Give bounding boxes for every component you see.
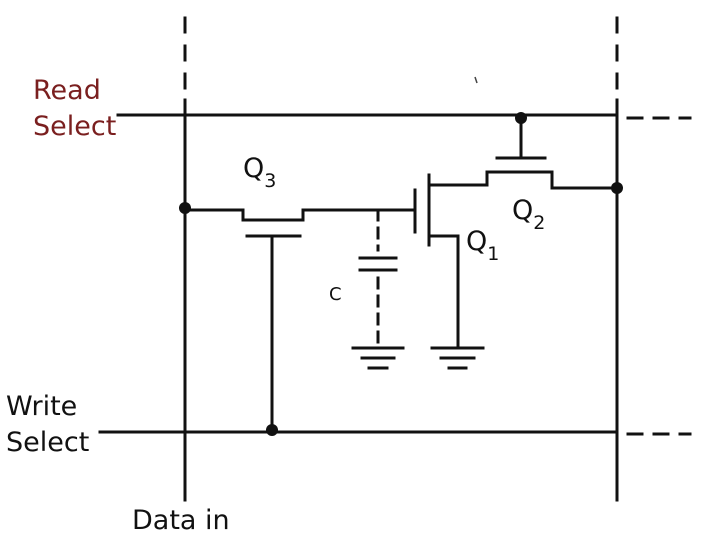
q2-label-letter: Q	[512, 195, 534, 226]
junction-dot-q2-gate	[515, 112, 527, 124]
junction-dot-q2-drain	[611, 182, 623, 194]
write-select-label-line1: Write	[6, 391, 78, 422]
q3-label-subscript: 3	[264, 170, 277, 192]
stray-mark	[474, 76, 478, 84]
q1-label: Q1	[466, 226, 499, 265]
q3-label-letter: Q	[243, 153, 265, 184]
read-select-label-line2: Select	[33, 110, 117, 142]
write-select-label-line2: Select	[6, 426, 90, 458]
q2-label: Q2	[512, 195, 545, 234]
write-select-label: Write Select	[6, 392, 89, 457]
q1-label-letter: Q	[466, 226, 488, 257]
read-select-label: Read Select	[33, 76, 116, 141]
junction-dot-q3-gate	[266, 424, 278, 436]
q2-label-subscript: 2	[533, 212, 546, 234]
junction-dot-q3-source	[179, 202, 191, 214]
capacitor-label: C	[329, 284, 342, 305]
data-in-label: Data in	[132, 505, 230, 536]
read-select-label-line1: Read	[33, 75, 101, 106]
q1-label-subscript: 1	[487, 243, 500, 265]
q3-label: Q3	[243, 153, 276, 192]
